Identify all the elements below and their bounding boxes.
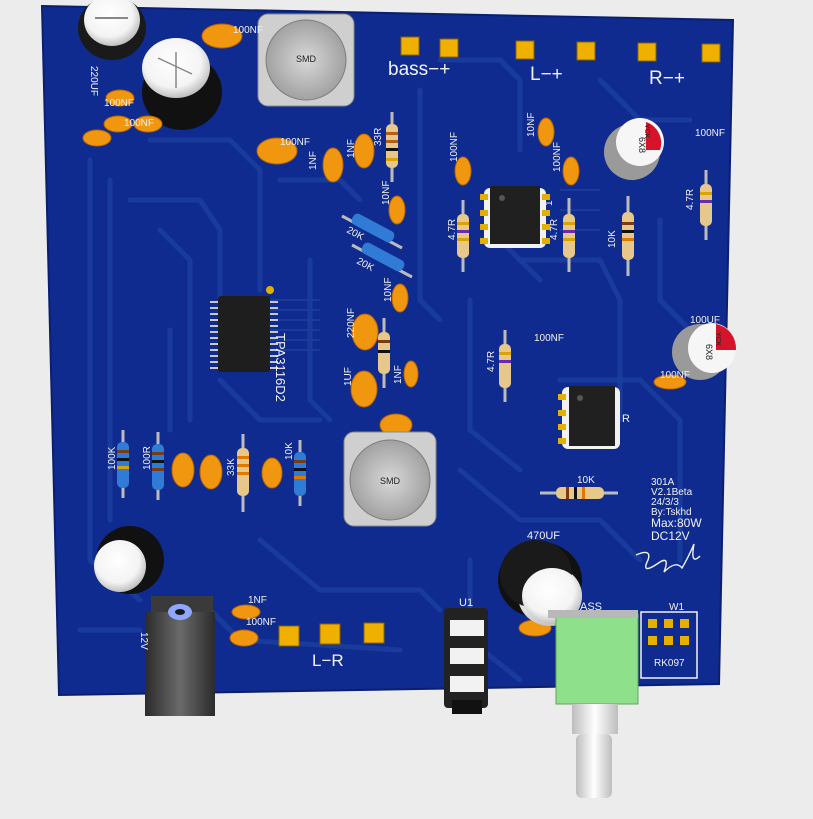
label-1nf-a: 1NF	[308, 151, 319, 170]
signature	[635, 543, 701, 573]
info-max: Max:80W	[651, 516, 702, 530]
electrolytic-capacitor-100uf	[672, 323, 737, 380]
board-info: 301A V2.1Beta 24/3/3 By:Tskhd Max:80W DC…	[635, 477, 702, 573]
dc-jack-label: 12V	[138, 632, 149, 650]
audio-jack-u1	[444, 608, 488, 714]
info-line2: V2.1Beta	[651, 487, 693, 498]
label-100nf-e: 100NF	[552, 142, 563, 172]
electrolytic-capacitor-220uf	[142, 38, 222, 130]
amplifier-ic	[210, 286, 278, 372]
resistor-4.7r-d	[499, 330, 511, 402]
label-100nf-a: 100NF	[104, 98, 134, 109]
label-100nf-f: 100NF	[695, 128, 725, 139]
u1-label: U1	[459, 597, 473, 609]
elcap-top-brand: YCK	[643, 124, 650, 139]
lr-output-pads	[278, 622, 385, 647]
label-10k-a: 10K	[607, 230, 618, 248]
label-1nf-c: 1NF	[393, 365, 404, 384]
resistor-33r	[386, 112, 398, 182]
dc-power-jack	[145, 596, 215, 716]
label-10nf-b: 10NF	[381, 181, 392, 205]
label-10k-b: 10K	[284, 442, 295, 460]
label-10k-c: 10K	[577, 475, 595, 486]
label-100nf-d: 100NF	[449, 132, 460, 162]
label-4.7r-d: 4.7R	[486, 351, 497, 372]
w1-header-outline	[640, 611, 698, 679]
resistor-10k-a	[622, 196, 634, 276]
output-header-pads	[400, 36, 721, 63]
bass-output-label: bass−+	[388, 59, 450, 80]
smd-inductor-bottom: SMD	[343, 431, 437, 527]
bass-pot-label: ASS	[580, 601, 602, 613]
label-100k: 100K	[107, 446, 118, 470]
label-1nf-d: 1NF	[248, 595, 267, 606]
resistor-1nf-area	[378, 318, 390, 388]
electrolytic-capacitor-right-top	[604, 118, 664, 180]
label-100nf-g: 100NF	[534, 333, 564, 344]
label-33r: 33R	[373, 128, 384, 146]
label-10nf-a: 10NF	[526, 113, 537, 137]
label-r1: 1	[544, 200, 555, 206]
label-10nf-c: 10NF	[383, 278, 394, 302]
resistors	[117, 112, 712, 512]
label-1uf: 1UF	[343, 367, 354, 386]
inductor-bottom-label: SMD	[380, 476, 401, 486]
label-220nf: 220NF	[346, 308, 357, 338]
label-33k: 33K	[226, 458, 237, 476]
label-elcap-100nf: 100NF	[660, 370, 690, 381]
label-100nf-h: 100NF	[246, 617, 276, 628]
resistor-100k	[117, 430, 129, 498]
label-220uf: 220UF	[88, 66, 99, 96]
resistor-20k-b	[351, 242, 413, 279]
traces	[77, 57, 703, 683]
info-line3: 24/3/3	[651, 497, 679, 508]
rk097-label: RK097	[654, 658, 685, 669]
info-line4: By:Tskhd	[651, 507, 692, 518]
resistor-4.7r-c	[700, 170, 712, 240]
label-100nf-top: 100NF	[233, 25, 263, 36]
label-100nf-c: 100NF	[280, 137, 310, 148]
resistor-4.7r-a	[457, 200, 469, 272]
resistor-20k-a	[341, 213, 403, 250]
label-100nf-b: 100NF	[124, 118, 154, 129]
label-elcap-100uf: 100UF	[690, 315, 720, 326]
left-output-label: L−+	[530, 64, 563, 85]
elcap-100uf-size: 6X8	[704, 344, 714, 360]
label-100r: 100R	[142, 446, 153, 470]
electrolytic-capacitor-left	[94, 526, 164, 594]
w1-label: W1	[669, 602, 684, 613]
label-4.7r-b: 4.7R	[549, 219, 560, 240]
info-line1: 301A	[651, 477, 675, 488]
smd-inductor-top: SMD	[257, 13, 355, 107]
opamp-r-label: R	[622, 413, 630, 425]
ceramic-capacitors	[82, 23, 687, 647]
right-output-label: R−+	[649, 68, 685, 89]
resistor-10k-b	[294, 440, 306, 506]
label-4.7r-c: 4.7R	[685, 189, 696, 210]
elcap-100uf-brand: YCK	[714, 332, 721, 347]
bass-potentiometer[interactable]	[548, 610, 639, 798]
info-dc: DC12V	[651, 529, 690, 543]
label-4.7r-a: 4.7R	[447, 219, 458, 240]
label-470uf: 470UF	[527, 530, 560, 542]
lr-output-label: L−R	[312, 651, 344, 670]
label-1nf-b: 1NF	[346, 139, 357, 158]
amplifier-ic-label: TPA3116D2	[273, 333, 288, 402]
inductor-top-label: SMD	[296, 54, 317, 64]
resistor-33k	[237, 434, 249, 512]
resistor-100r	[152, 432, 164, 500]
opamp-chip-top	[480, 186, 550, 248]
resistor-4.7r-b	[563, 198, 575, 272]
electrolytic-capacitor-small	[78, 0, 146, 60]
elcap-top-size: 6X8	[637, 137, 647, 153]
resistor-10k-c	[540, 487, 618, 499]
opamp-chip-mid	[558, 386, 620, 449]
